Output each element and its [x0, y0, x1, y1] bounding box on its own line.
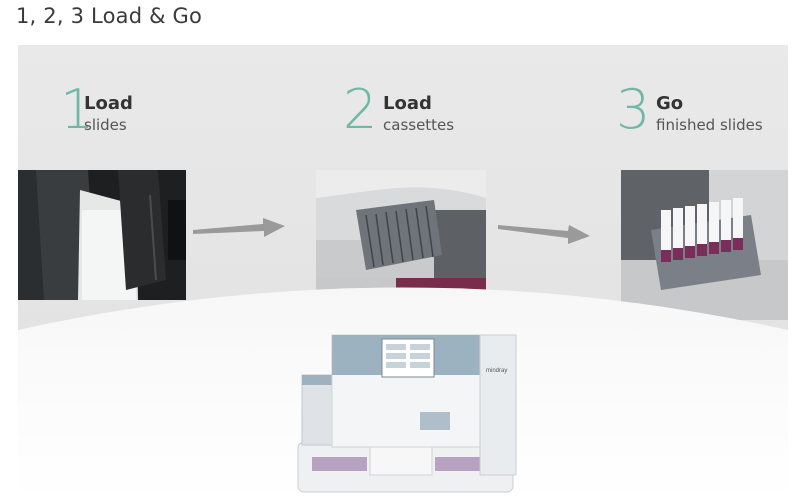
stainer-machine: mindray — [290, 317, 520, 500]
finished-slides-photo — [621, 170, 788, 320]
workflow-panel: 1 Load slides 2 Load cassettes 3 Go fini… — [18, 45, 788, 500]
step-object: slides — [84, 116, 127, 134]
step-object: finished slides — [656, 116, 763, 134]
step-number: 1 — [60, 78, 95, 141]
step-number: 3 — [616, 78, 651, 141]
slides-photo — [18, 170, 186, 300]
cassettes-photo — [316, 170, 486, 290]
step-object: cassettes — [383, 116, 455, 134]
page-title: 1, 2, 3 Load & Go — [16, 4, 203, 28]
step-action: Load — [383, 93, 432, 114]
step-number: 2 — [343, 78, 378, 141]
step-action: Load — [84, 93, 133, 114]
brand-label: mindray — [486, 368, 507, 374]
step-action: Go — [656, 93, 684, 114]
right-arrow-icon — [193, 213, 288, 243]
right-arrow-icon — [498, 217, 593, 251]
